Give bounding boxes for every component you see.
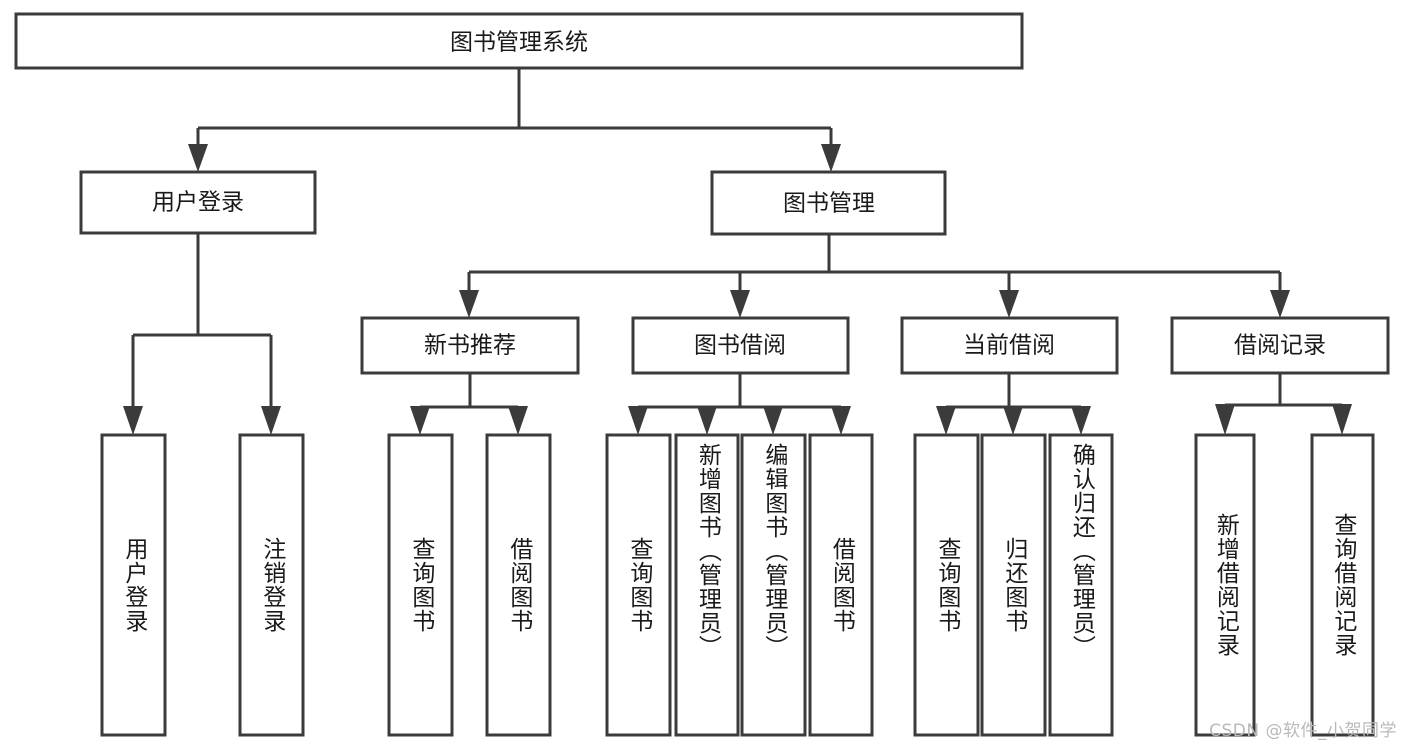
leaf-query-book-current-box[interactable] (913, 433, 980, 737)
arrow-head-leaf-logout (261, 406, 281, 435)
arrow-head-leaf-user-login (123, 406, 143, 435)
arrow-head-leaf-borrow-book-recommend (508, 406, 528, 435)
arrow-head-leaf-return-book (1003, 406, 1023, 435)
node-current-borrow-box[interactable] (900, 316, 1119, 375)
arrow-head-leaf-add-book-admin (697, 406, 717, 435)
leaf-boxes (100, 433, 1375, 737)
connector-user-login-to-leaves (123, 233, 281, 435)
arrow-head-borrow-record (1270, 290, 1290, 318)
node-book-manage[interactable]: 图书管理 (710, 170, 947, 236)
node-borrow-record-label: 借阅记录 (1234, 333, 1326, 359)
node-book-borrow[interactable]: 图书借阅 (631, 316, 850, 375)
node-root[interactable]: 图书管理系统 (14, 12, 1024, 70)
arrow-head-book-manage (821, 144, 841, 172)
node-borrow-record[interactable]: 借阅记录 (1170, 316, 1390, 375)
leaf-borrow-book-recommend-box[interactable] (485, 433, 552, 737)
arrow-head-leaf-query-book-current (936, 406, 956, 435)
connector-book-borrow-to-leaves (628, 373, 851, 435)
arrow-head-new-book-recommend (459, 290, 479, 318)
node-borrow-record-box[interactable] (1170, 316, 1390, 375)
node-current-borrow-label: 当前借阅 (963, 333, 1055, 359)
connector-borrow-record-to-leaves (1215, 373, 1352, 435)
node-root-label: 图书管理系统 (450, 30, 588, 56)
node-book-manage-label: 图书管理 (783, 191, 875, 217)
arrow-head-book-borrow (730, 290, 750, 318)
node-new-book-recommend[interactable]: 新书推荐 (360, 316, 580, 375)
node-new-book-recommend-label: 新书推荐 (424, 333, 516, 359)
node-root-box[interactable] (14, 12, 1024, 70)
node-book-borrow-box[interactable] (631, 316, 850, 375)
node-book-manage-box[interactable] (710, 170, 947, 236)
csdn-watermark: CSDN @软件_小贺同学 (1209, 721, 1397, 741)
arrow-head-leaf-query-book-recommend (410, 406, 430, 435)
connector-current-borrow-to-leaves (936, 373, 1091, 435)
connector-new-book-recommend-to-leaves (410, 373, 528, 435)
node-current-borrow[interactable]: 当前借阅 (900, 316, 1119, 375)
leaf-user-login-box[interactable] (100, 433, 167, 737)
leaf-confirm-return-admin-box[interactable] (1048, 433, 1114, 737)
arrow-head-current-borrow (999, 290, 1019, 318)
arrow-head-leaf-borrow-book (831, 406, 851, 435)
leaf-logout-login-box[interactable] (238, 433, 305, 737)
node-user-login[interactable]: 用户登录 (79, 170, 317, 235)
leaf-add-borrow-record-box[interactable] (1194, 433, 1256, 737)
arrow-head-leaf-add-borrow-record (1215, 404, 1235, 435)
node-book-borrow-label: 图书借阅 (694, 333, 786, 359)
arrow-head-leaf-query-book-borrow (628, 406, 648, 435)
leaf-borrow-book-box[interactable] (808, 433, 874, 737)
arrow-head-leaf-edit-book-admin (763, 406, 783, 435)
leaf-query-book-borrow-box[interactable] (605, 433, 672, 737)
leaf-add-book-admin-box[interactable] (674, 433, 740, 737)
leaf-query-borrow-record-box[interactable] (1310, 433, 1375, 737)
leaf-edit-book-admin-box[interactable] (740, 433, 807, 737)
arrow-head-leaf-confirm-return-admin (1071, 406, 1091, 435)
connector-root-to-level1 (188, 68, 841, 172)
connector-book-manage-to-level2 (459, 234, 1290, 318)
node-new-book-recommend-box[interactable] (360, 316, 580, 375)
arrow-head-leaf-query-borrow-record (1332, 404, 1352, 435)
leaf-query-book-recommend-box[interactable] (387, 433, 454, 737)
leaf-return-book-box[interactable] (980, 433, 1047, 737)
arrow-head-user-login (188, 144, 208, 172)
node-user-login-label: 用户登录 (152, 190, 244, 216)
